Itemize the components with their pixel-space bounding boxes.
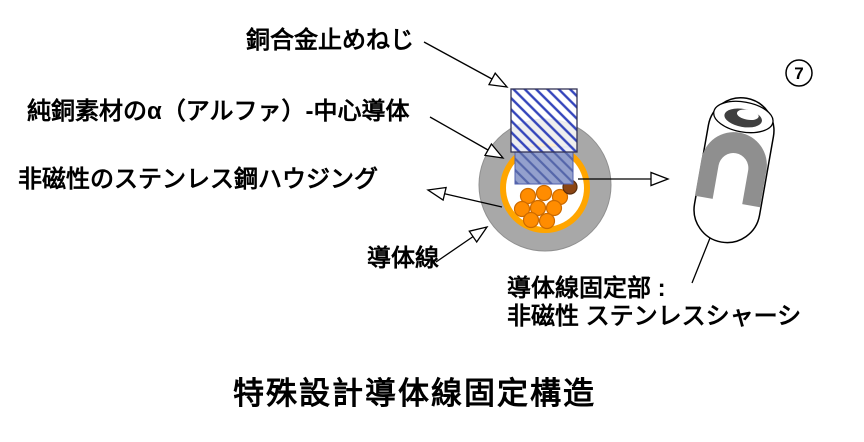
figure-number-badge: 7 xyxy=(785,59,813,87)
wire-dot xyxy=(535,184,553,202)
chassis-channel xyxy=(694,132,767,208)
wire-dot xyxy=(519,187,537,205)
chassis-3d-view xyxy=(693,97,775,244)
figure-title: 特殊設計導体線固定構造 xyxy=(233,376,596,411)
arrow-to-housing-label xyxy=(426,186,503,208)
label-fixing-part-line1: 導体線固定部 : xyxy=(507,275,666,302)
figure-number: 7 xyxy=(794,64,803,83)
figure-number-circle xyxy=(785,59,813,87)
wire-dot xyxy=(522,211,540,229)
set-screw-tip xyxy=(514,146,574,185)
label-fixing-part-line2: 非磁性 ステンレスシャーシ xyxy=(507,303,802,330)
arrow-to-conductor-wires xyxy=(435,225,489,263)
chassis-top-highlight xyxy=(736,109,759,121)
label-set-screw: 銅合金止めねじ xyxy=(246,27,414,54)
set-screw-hatched xyxy=(510,88,578,153)
wire-dot xyxy=(538,212,556,230)
label-center-conductor: 純銅素材のα（アルファ）-中心導体 xyxy=(27,98,410,125)
wire-dot xyxy=(529,199,547,217)
label-housing: 非磁性のステンレス鋼ハウジング xyxy=(18,166,378,193)
wire-dot xyxy=(545,199,563,217)
conductor-wire-dots xyxy=(513,184,569,230)
arrow-to-set-screw xyxy=(423,41,509,88)
wire-dot xyxy=(513,200,531,218)
arrow-to-chassis xyxy=(578,171,670,187)
arrow-to-center-conductor xyxy=(429,116,505,159)
label-conductor-wire: 導体線 xyxy=(367,245,439,272)
